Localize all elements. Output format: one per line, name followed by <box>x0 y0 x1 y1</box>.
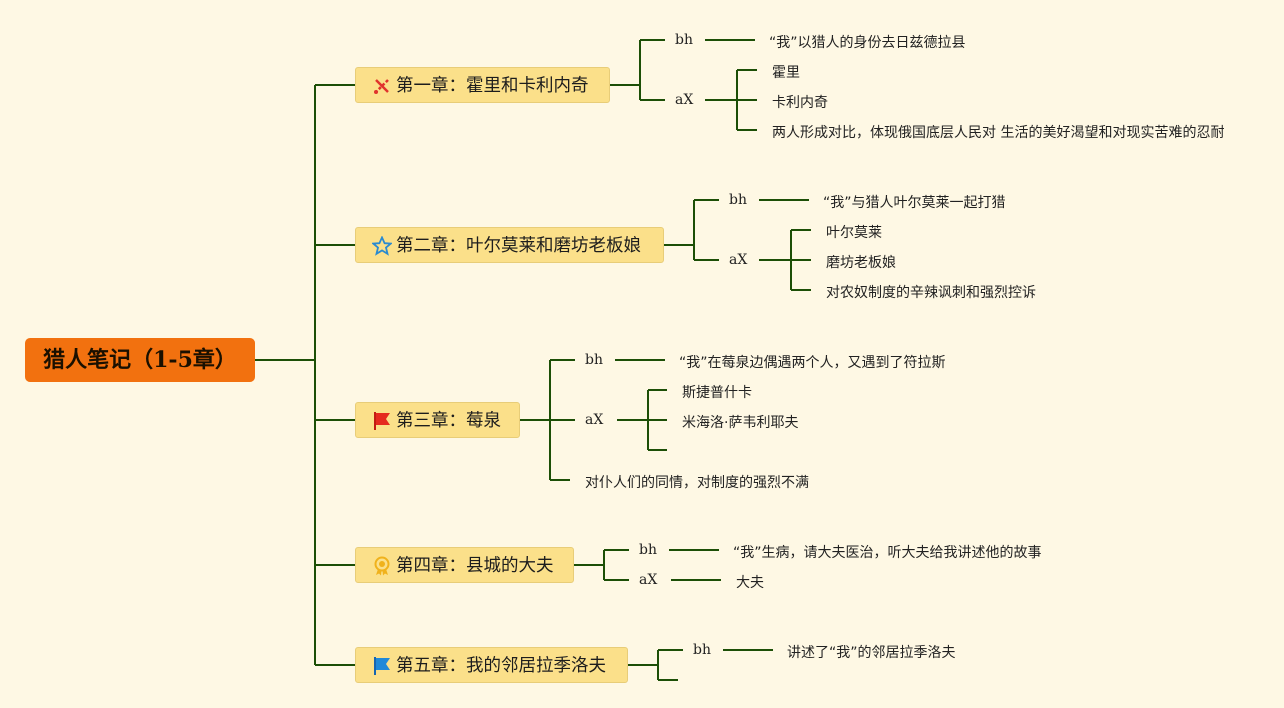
summary-text[interactable]: 对仆人们的同情，对制度的强烈不满 <box>585 475 809 491</box>
chapter-4-node[interactable]: 第四章：县城的大夫 <box>355 547 574 583</box>
ax-label[interactable]: aX <box>729 252 748 268</box>
bh-text[interactable]: “我”与猎人叶尔莫莱一起打猎 <box>823 195 1006 211</box>
chapter-3-node[interactable]: 第三章：莓泉 <box>355 402 520 438</box>
chapter-title: 第三章：莓泉 <box>396 411 501 431</box>
bh-text[interactable]: “我”生病，请大夫医治，听大夫给我讲述他的故事 <box>733 545 1042 561</box>
bh-text[interactable]: “我”以猎人的身份去日兹德拉县 <box>769 35 966 51</box>
ax-label[interactable]: aX <box>585 412 604 428</box>
chapter-title: 第四章：县城的大夫 <box>396 556 554 576</box>
chapter-1-node[interactable]: 第一章：霍里和卡利内奇 <box>355 67 610 103</box>
chapter-title: 第五章：我的邻居拉季洛夫 <box>396 656 606 676</box>
ax-item[interactable]: 磨坊老板娘 <box>826 255 896 271</box>
chapter-2-node[interactable]: 第二章：叶尔莫莱和磨坊老板娘 <box>355 227 664 263</box>
chapter-title: 第一章：霍里和卡利内奇 <box>396 76 589 96</box>
bh-label[interactable]: bh <box>585 352 603 368</box>
red-flag-icon <box>374 412 390 430</box>
bh-label[interactable]: bh <box>693 642 711 658</box>
ax-label[interactable]: aX <box>675 92 694 108</box>
ax-item[interactable]: 斯捷普什卡 <box>682 385 752 401</box>
bh-label[interactable]: bh <box>729 192 747 208</box>
bh-label[interactable]: bh <box>675 32 693 48</box>
chapter-title: 第二章：叶尔莫莱和磨坊老板娘 <box>396 236 641 256</box>
bh-text[interactable]: 讲述了“我”的邻居拉季洛夫 <box>787 645 956 661</box>
root-topic[interactable]: 猎人笔记（1-5章） <box>25 338 255 382</box>
ax-item[interactable]: 叶尔莫莱 <box>826 225 882 241</box>
ax-item[interactable]: 米海洛·萨韦利耶夫 <box>682 415 799 431</box>
star-icon <box>372 236 392 256</box>
ribbon-medal-icon <box>374 556 390 576</box>
bh-text[interactable]: “我”在莓泉边偶遇两个人，又遇到了符拉斯 <box>679 355 946 371</box>
crossed-tools-icon <box>374 79 389 94</box>
ax-text[interactable]: 大夫 <box>736 575 764 591</box>
ax-label[interactable]: aX <box>639 572 658 588</box>
chapter-5-node[interactable]: 第五章：我的邻居拉季洛夫 <box>355 647 628 683</box>
ax-item[interactable]: 霍里 <box>772 65 800 81</box>
bh-label[interactable]: bh <box>639 542 657 558</box>
ax-item[interactable]: 两人形成对比，体现俄国底层人民对 生活的美好渴望和对现实苦难的忍耐 <box>772 125 1225 141</box>
blue-flag-icon <box>374 657 390 675</box>
ax-item[interactable]: 对农奴制度的辛辣讽刺和强烈控诉 <box>826 285 1036 301</box>
ax-item[interactable]: 卡利内奇 <box>772 95 828 111</box>
